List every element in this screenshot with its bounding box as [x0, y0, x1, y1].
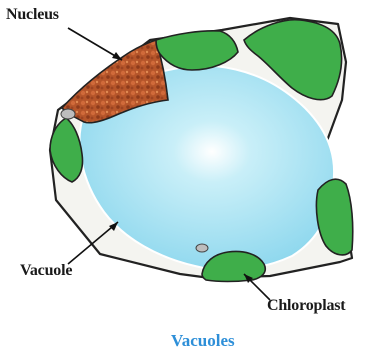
- label-nucleus: Nucleus: [6, 6, 59, 24]
- label-vacuole: Vacuole: [20, 262, 72, 280]
- nucleus-pointer-arrowhead: [112, 52, 122, 60]
- diagram-caption: Vacuoles: [171, 331, 235, 351]
- granule: [61, 109, 75, 119]
- granule: [196, 244, 208, 252]
- label-chloroplast: Chloroplast: [267, 297, 345, 315]
